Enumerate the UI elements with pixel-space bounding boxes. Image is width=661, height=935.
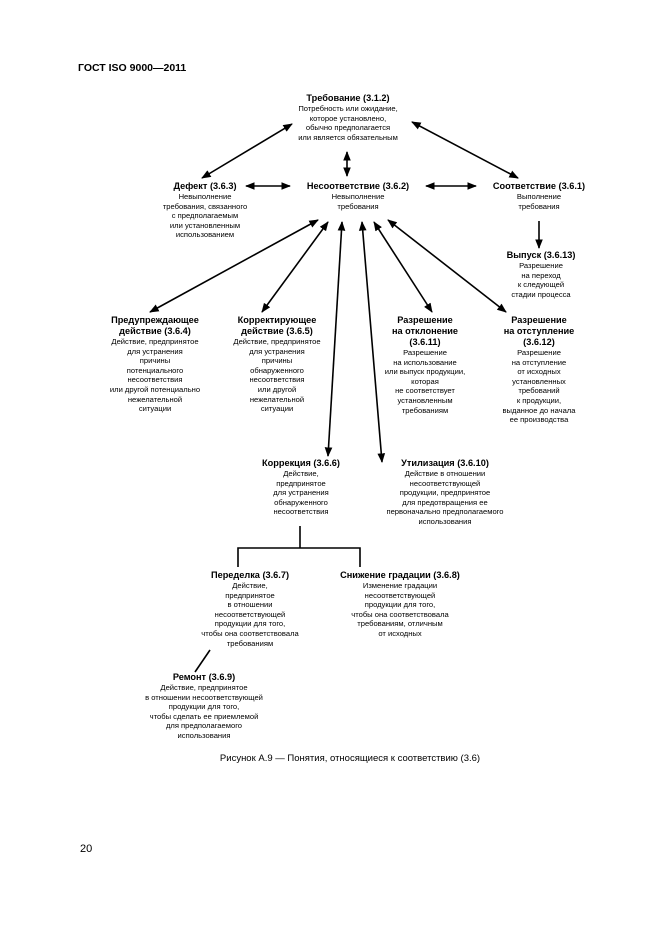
node-defect: Дефект (3.6.3) Невыполнение требования, …: [140, 181, 270, 240]
node-description: Невыполнение требования: [331, 192, 385, 211]
document-header: ГОСТ ISO 9000—2011: [78, 62, 187, 74]
node-title: Предупреждающее действие (3.6.4): [111, 315, 199, 336]
arrow-requirement-defect: [201, 123, 293, 179]
node-title: Требование (3.1.2): [306, 93, 390, 103]
arrow-nonconformity-corrective: [261, 221, 329, 313]
node-regrade: Снижение градации (3.6.8) Изменение град…: [322, 570, 478, 639]
node-release: Выпуск (3.6.13) Разрешение на переход к …: [492, 250, 590, 299]
arrow-requirement-conformity: [411, 121, 519, 179]
node-description: Изменение градации несоответствующей про…: [351, 581, 449, 638]
node-preventive-action: Предупреждающее действие (3.6.4) Действи…: [86, 315, 224, 414]
node-corrective-action: Корректирующее действие (3.6.5) Действие…: [212, 315, 342, 414]
node-description: Действие, предпринятое для устранения об…: [273, 469, 329, 517]
node-title: Корректирующее действие (3.6.5): [237, 315, 317, 336]
node-description: Действие, предпринятое для устранения пр…: [109, 337, 201, 414]
node-title: Соответствие (3.6.1): [492, 181, 586, 191]
node-rework: Переделка (3.6.7) Действие, предпринятое…: [190, 570, 310, 648]
node-description: Невыполнение требования, связанного с пр…: [162, 192, 248, 240]
node-title: Утилизация (3.6.10): [401, 458, 489, 468]
node-correction: Коррекция (3.6.6) Действие, предпринятое…: [240, 458, 362, 517]
node-title: Выпуск (3.6.13): [506, 250, 576, 260]
node-title: Снижение градации (3.6.8): [340, 570, 460, 580]
arrow-nonconformity-concession: [373, 221, 433, 313]
node-title: Разрешение на отступление (3.6.12): [503, 315, 575, 347]
arrow-nonconformity-scrap: [358, 221, 386, 463]
node-description: Разрешение на использование или выпуск п…: [384, 348, 466, 415]
node-repair: Ремонт (3.6.9) Действие, предпринятое в …: [126, 672, 282, 741]
line-rework-repair: [194, 649, 211, 673]
node-title: Ремонт (3.6.9): [172, 672, 236, 682]
node-description: Действие, предпринятое в отношении несоо…: [145, 683, 263, 740]
node-conformity: Соответствие (3.6.1) Выполнение требован…: [478, 181, 600, 211]
node-description: Действие, предпринятое в отношении несоо…: [201, 581, 299, 648]
node-requirement: Требование (3.1.2) Потребность или ожида…: [266, 93, 430, 142]
page-number: 20: [80, 843, 93, 855]
node-title: Дефект (3.6.3): [173, 181, 237, 191]
node-scrap: Утилизация (3.6.10) Действие в отношении…: [360, 458, 530, 527]
node-concession: Разрешение на отклонение (3.6.11) Разреш…: [368, 315, 482, 415]
node-title: Переделка (3.6.7): [210, 570, 290, 580]
node-description: Действие в отношении несоответствующей п…: [386, 469, 504, 526]
node-description: Разрешение на отступление от исходных ус…: [502, 348, 576, 425]
figure-caption: Рисунок А.9 — Понятия, относящиеся к соо…: [219, 753, 481, 764]
node-title: Несоответствие (3.6.2): [306, 181, 410, 191]
node-description: Разрешение на переход к следующей стадии…: [511, 261, 571, 299]
node-deviation-permit: Разрешение на отступление (3.6.12) Разре…: [480, 315, 598, 425]
arrow-nonconformity-correction: [324, 221, 346, 457]
node-description: Действие, предпринятое для устранения пр…: [233, 337, 321, 414]
node-nonconformity: Несоответствие (3.6.2) Невыполнение треб…: [288, 181, 428, 211]
tree-correction-branches: [237, 547, 361, 567]
node-title: Коррекция (3.6.6): [262, 458, 340, 468]
node-description: Потребность или ожидание, которое устано…: [298, 104, 398, 142]
node-description: Выполнение требования: [516, 192, 562, 211]
arrow-nonconformity-deviation: [387, 219, 507, 313]
node-title: Разрешение на отклонение (3.6.11): [391, 315, 459, 347]
